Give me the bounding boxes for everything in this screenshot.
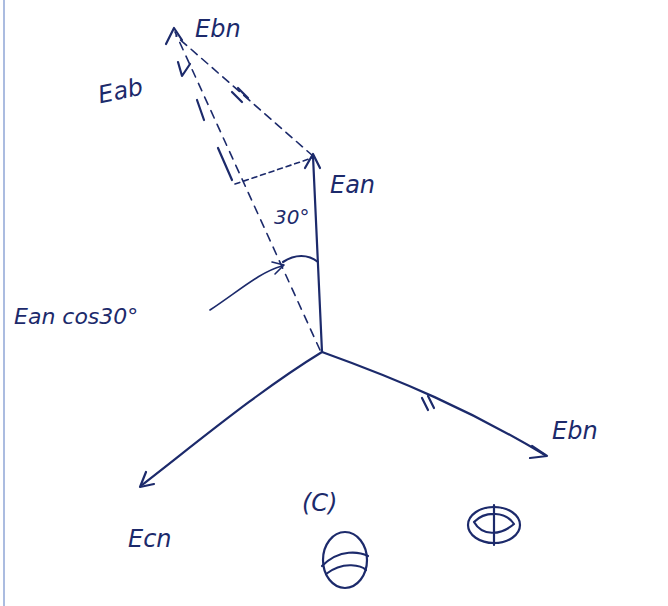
angle-arc (283, 256, 318, 262)
projection-label: Ean cos30° (14, 305, 138, 329)
arrow-head (178, 62, 190, 76)
eab-phasor (176, 36, 313, 156)
tick-mark (232, 92, 242, 102)
stroke-mark (218, 148, 232, 180)
tick-mark (422, 398, 428, 410)
arrow-head (272, 262, 284, 274)
stroke-mark (197, 100, 204, 120)
tick-mark (238, 88, 248, 98)
ecn-phasor (142, 352, 322, 485)
scribble (323, 532, 367, 588)
phasor-label: Ecn (128, 526, 172, 552)
ebn-phasor (322, 352, 545, 455)
phasor-label: Eab (96, 74, 146, 109)
part-label: (C) (302, 490, 337, 516)
angle-label: 30° (274, 206, 309, 228)
arrow-head (166, 28, 182, 44)
phasor-label: Ebn (195, 16, 241, 42)
scribble (322, 553, 368, 574)
scribble (474, 505, 514, 545)
phasor-label: Ebn (552, 418, 598, 444)
tick-mark (428, 396, 434, 408)
arrow-head (530, 446, 547, 458)
arrow-head (140, 472, 154, 487)
ebn-extension (175, 32, 320, 350)
phasor-label: Ean (330, 172, 375, 198)
ean-phasor (313, 156, 322, 352)
projection-line (235, 158, 312, 184)
page-margin (3, 0, 5, 606)
leader-line (210, 266, 282, 310)
